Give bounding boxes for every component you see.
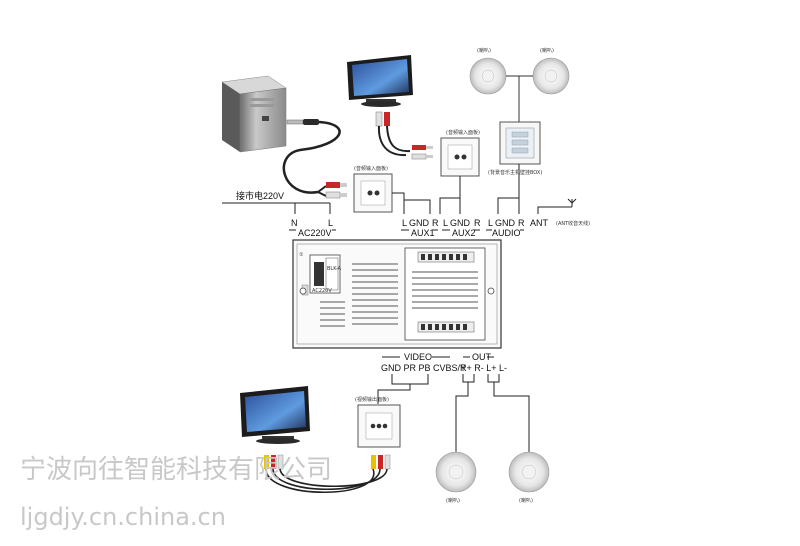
video-group-label: VIDEO [404,352,432,362]
computer-tower-icon [221,75,287,153]
host-number: ① [299,252,304,258]
terminal-ac220v: AC220V [298,228,332,238]
video-panel-label: (视频输出面板) [355,396,389,403]
ceiling-speaker-icon [508,451,550,493]
speaker-label: (喇叭) [477,47,491,54]
audio-l: L [488,218,493,228]
terminal-n: N [291,218,298,228]
ceiling-speaker-icon [532,57,570,95]
rca-plug-pair-aux1 [317,182,347,199]
watermark-url: ljgdjy.cn.china.cn [20,503,226,531]
video-pins: GND PR PB CVBS/Y [381,363,466,373]
antenna-icon [567,198,577,207]
host-unit: ① BLK-A AC220V [292,239,502,349]
ant-label: ANT [530,218,549,228]
watermark-company: 宁波向往智能科技有限公司 [20,455,332,485]
component-video-cable [264,454,391,494]
aux2-name: AUX2 [452,228,476,238]
out-group-label: OUT [472,352,492,362]
aux1-name: AUX1 [411,228,435,238]
background-music-host-box [499,121,541,165]
flat-tv-icon-top [347,55,413,107]
audio-input-panel-aux2 [440,137,480,177]
aux2-gnd: GND [450,218,471,228]
aux1-panel-label: (音频输入面板) [354,165,388,172]
mains-label: 接市电220V [236,190,284,201]
audio-r: R [518,218,525,228]
aux2-panel-label: (音频输入面板) [446,129,480,136]
audio-gnd: GND [495,218,516,228]
ant-note: (ANT收音天线) [556,220,590,227]
speaker-label: (喇叭) [446,497,460,504]
flat-tv-icon-bottom [240,386,310,444]
out-pins: R+ R- L+ L- [460,363,507,373]
audio-input-panel-aux1 [353,173,393,213]
audio-jack-cable [282,119,341,194]
terminal-l: L [328,218,333,228]
aux1-l: L [402,218,407,228]
ceiling-speaker-icon [469,57,507,95]
aux2-r: R [474,218,481,228]
aux2-l: L [443,218,448,228]
rca-cable-tv-aux2 [375,111,433,160]
host-badge: BLK-A [327,266,342,272]
aux1-r: R [432,218,439,228]
switch-box-label: (背景音乐主机壁挂BOX) [488,169,542,176]
speaker-label: (喇叭) [540,47,554,54]
audio-name: AUDIO [492,228,521,238]
vent-grille [320,263,398,327]
host-voltage: AC220V [312,288,332,294]
aux1-gnd: GND [409,218,430,228]
video-output-panel [357,404,401,448]
speaker-label: (喇叭) [519,497,533,504]
ceiling-speaker-icon [435,451,477,493]
